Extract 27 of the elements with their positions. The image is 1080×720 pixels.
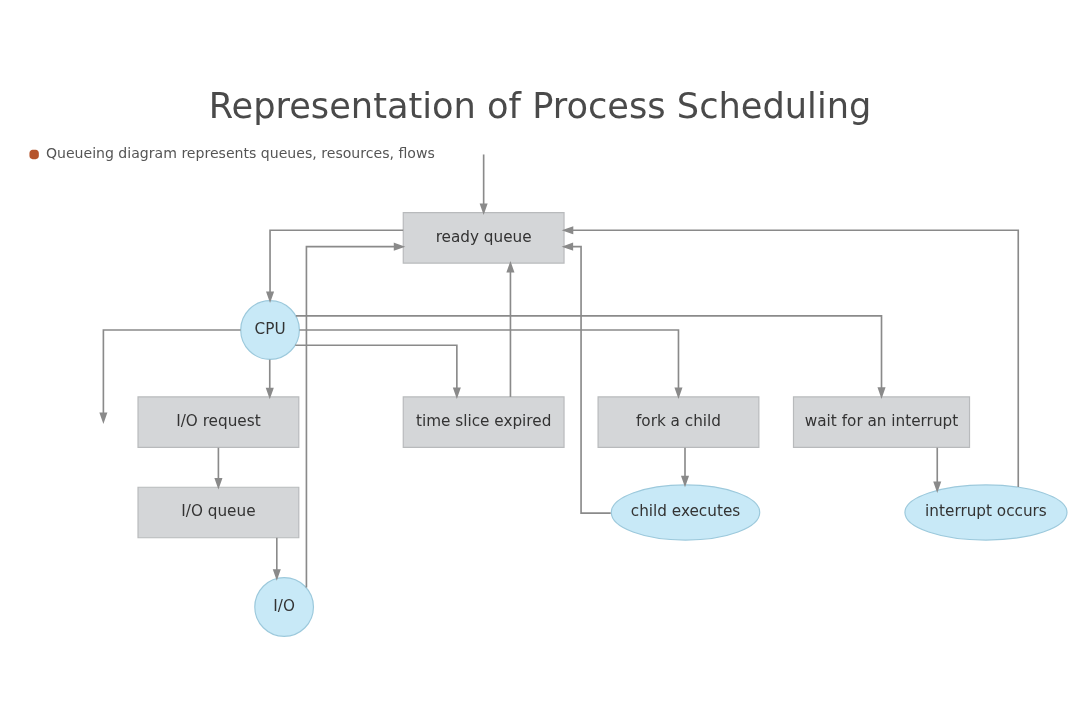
arrow (506, 260, 515, 398)
arrow (933, 446, 942, 493)
node-ellipse: interrupt occurs (904, 483, 1068, 541)
node-box: I/O request (137, 395, 300, 448)
node-ellipse: child executes (610, 483, 761, 541)
label: Queueing diagram represents queues, resources, flows (45, 144, 435, 161)
node-circle: CPU (240, 299, 300, 360)
arrow (266, 228, 404, 303)
arrow (294, 343, 461, 399)
node-circle: I/O (254, 576, 315, 637)
diagram-title: Representation of Process Scheduling (208, 84, 872, 126)
arrow (298, 328, 683, 399)
arrow (272, 536, 281, 581)
arrow (99, 328, 242, 424)
arrow (265, 358, 274, 399)
arrow (295, 314, 886, 399)
node-box: I/O queue (137, 486, 300, 538)
arrow (561, 242, 612, 514)
arrow (680, 446, 690, 487)
node-box: time slice expired (402, 395, 565, 448)
node-box: wait for an interrupt (792, 395, 971, 448)
arrow (479, 153, 488, 215)
node-box: ready queue (402, 211, 565, 264)
arrow (561, 225, 1020, 488)
arrow (214, 446, 223, 490)
node-box: fork a child (597, 395, 760, 448)
arrow (305, 242, 406, 588)
